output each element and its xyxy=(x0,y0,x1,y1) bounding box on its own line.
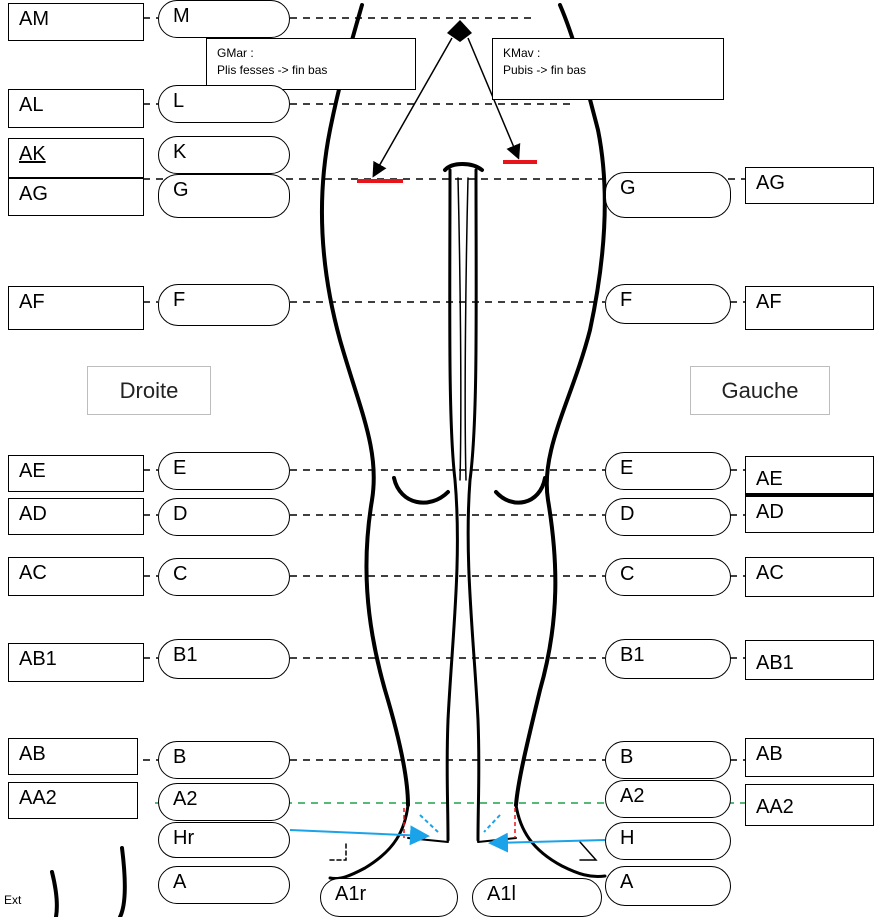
left-pill-c[interactable]: C xyxy=(158,558,290,596)
right-pill-a[interactable]: A xyxy=(605,866,731,906)
right-box-ab1[interactable]: AB1 xyxy=(745,640,874,680)
pill-a1r[interactable]: A1r xyxy=(320,878,458,917)
left-pill-l[interactable]: L xyxy=(158,85,290,123)
left-box-ab1[interactable]: AB1 xyxy=(8,643,144,682)
right-pill-a2[interactable]: A2 xyxy=(605,780,731,818)
left-pill-b1[interactable]: B1 xyxy=(158,639,290,679)
right-pill-b[interactable]: B xyxy=(605,741,731,779)
left-box-ae[interactable]: AE xyxy=(8,455,144,492)
right-pill-d[interactable]: D xyxy=(605,498,731,536)
left-pill-f[interactable]: F xyxy=(158,284,290,326)
right-pill-b1[interactable]: B1 xyxy=(605,639,731,679)
left-pill-m[interactable]: M xyxy=(158,0,290,38)
droite-label: Droite xyxy=(87,366,211,415)
right-box-ab[interactable]: AB xyxy=(745,738,874,777)
left-pill-k[interactable]: K xyxy=(158,136,290,174)
right-box-ad[interactable]: AD xyxy=(745,496,874,533)
right-box-ag[interactable]: AG xyxy=(745,167,874,204)
right-box-aa2[interactable]: AA2 xyxy=(745,784,874,826)
kmav-note-title: KMav : xyxy=(503,45,713,62)
left-box-af[interactable]: AF xyxy=(8,286,144,330)
left-pill-a2[interactable]: A2 xyxy=(158,783,290,821)
left-box-ag[interactable]: AG xyxy=(8,178,144,216)
gmar-note-title: GMar : xyxy=(217,45,405,62)
gauche-label: Gauche xyxy=(690,366,830,415)
left-box-ak[interactable]: AK xyxy=(8,138,144,178)
left-pill-d[interactable]: D xyxy=(158,498,290,536)
gmar-note-text: Plis fesses -> fin bas xyxy=(217,62,405,79)
pill-a1l[interactable]: A1l xyxy=(472,878,602,917)
right-pill-g[interactable]: G xyxy=(605,172,731,218)
ankle-red-marks xyxy=(404,808,515,838)
left-box-am[interactable]: AM xyxy=(8,3,144,41)
right-pill-c[interactable]: C xyxy=(605,558,731,596)
left-pill-hr[interactable]: Hr xyxy=(158,822,290,858)
right-pill-h[interactable]: H xyxy=(605,822,731,860)
red-markers xyxy=(357,162,537,181)
left-box-ad[interactable]: AD xyxy=(8,498,144,535)
left-pill-g[interactable]: G xyxy=(158,174,290,218)
left-box-ak-text: AK xyxy=(19,143,46,165)
left-pill-e[interactable]: E xyxy=(158,452,290,490)
gmar-note: GMar : Plis fesses -> fin bas xyxy=(206,38,416,90)
left-box-ac[interactable]: AC xyxy=(8,557,144,596)
left-box-ab[interactable]: AB xyxy=(8,738,138,775)
ext-label: Ext xyxy=(4,893,21,907)
left-pill-b[interactable]: B xyxy=(158,741,290,779)
left-pill-a[interactable]: A xyxy=(158,866,290,904)
kmav-note: KMav : Pubis -> fin bas xyxy=(492,38,724,100)
left-box-aa2[interactable]: AA2 xyxy=(8,782,138,819)
kmav-note-text: Pubis -> fin bas xyxy=(503,62,713,79)
right-box-ac[interactable]: AC xyxy=(745,557,874,597)
right-box-af[interactable]: AF xyxy=(745,286,874,330)
right-pill-e[interactable]: E xyxy=(605,452,731,490)
right-pill-f[interactable]: F xyxy=(605,284,731,324)
right-box-ae[interactable]: AE xyxy=(745,456,874,496)
left-box-al[interactable]: AL xyxy=(8,89,144,128)
